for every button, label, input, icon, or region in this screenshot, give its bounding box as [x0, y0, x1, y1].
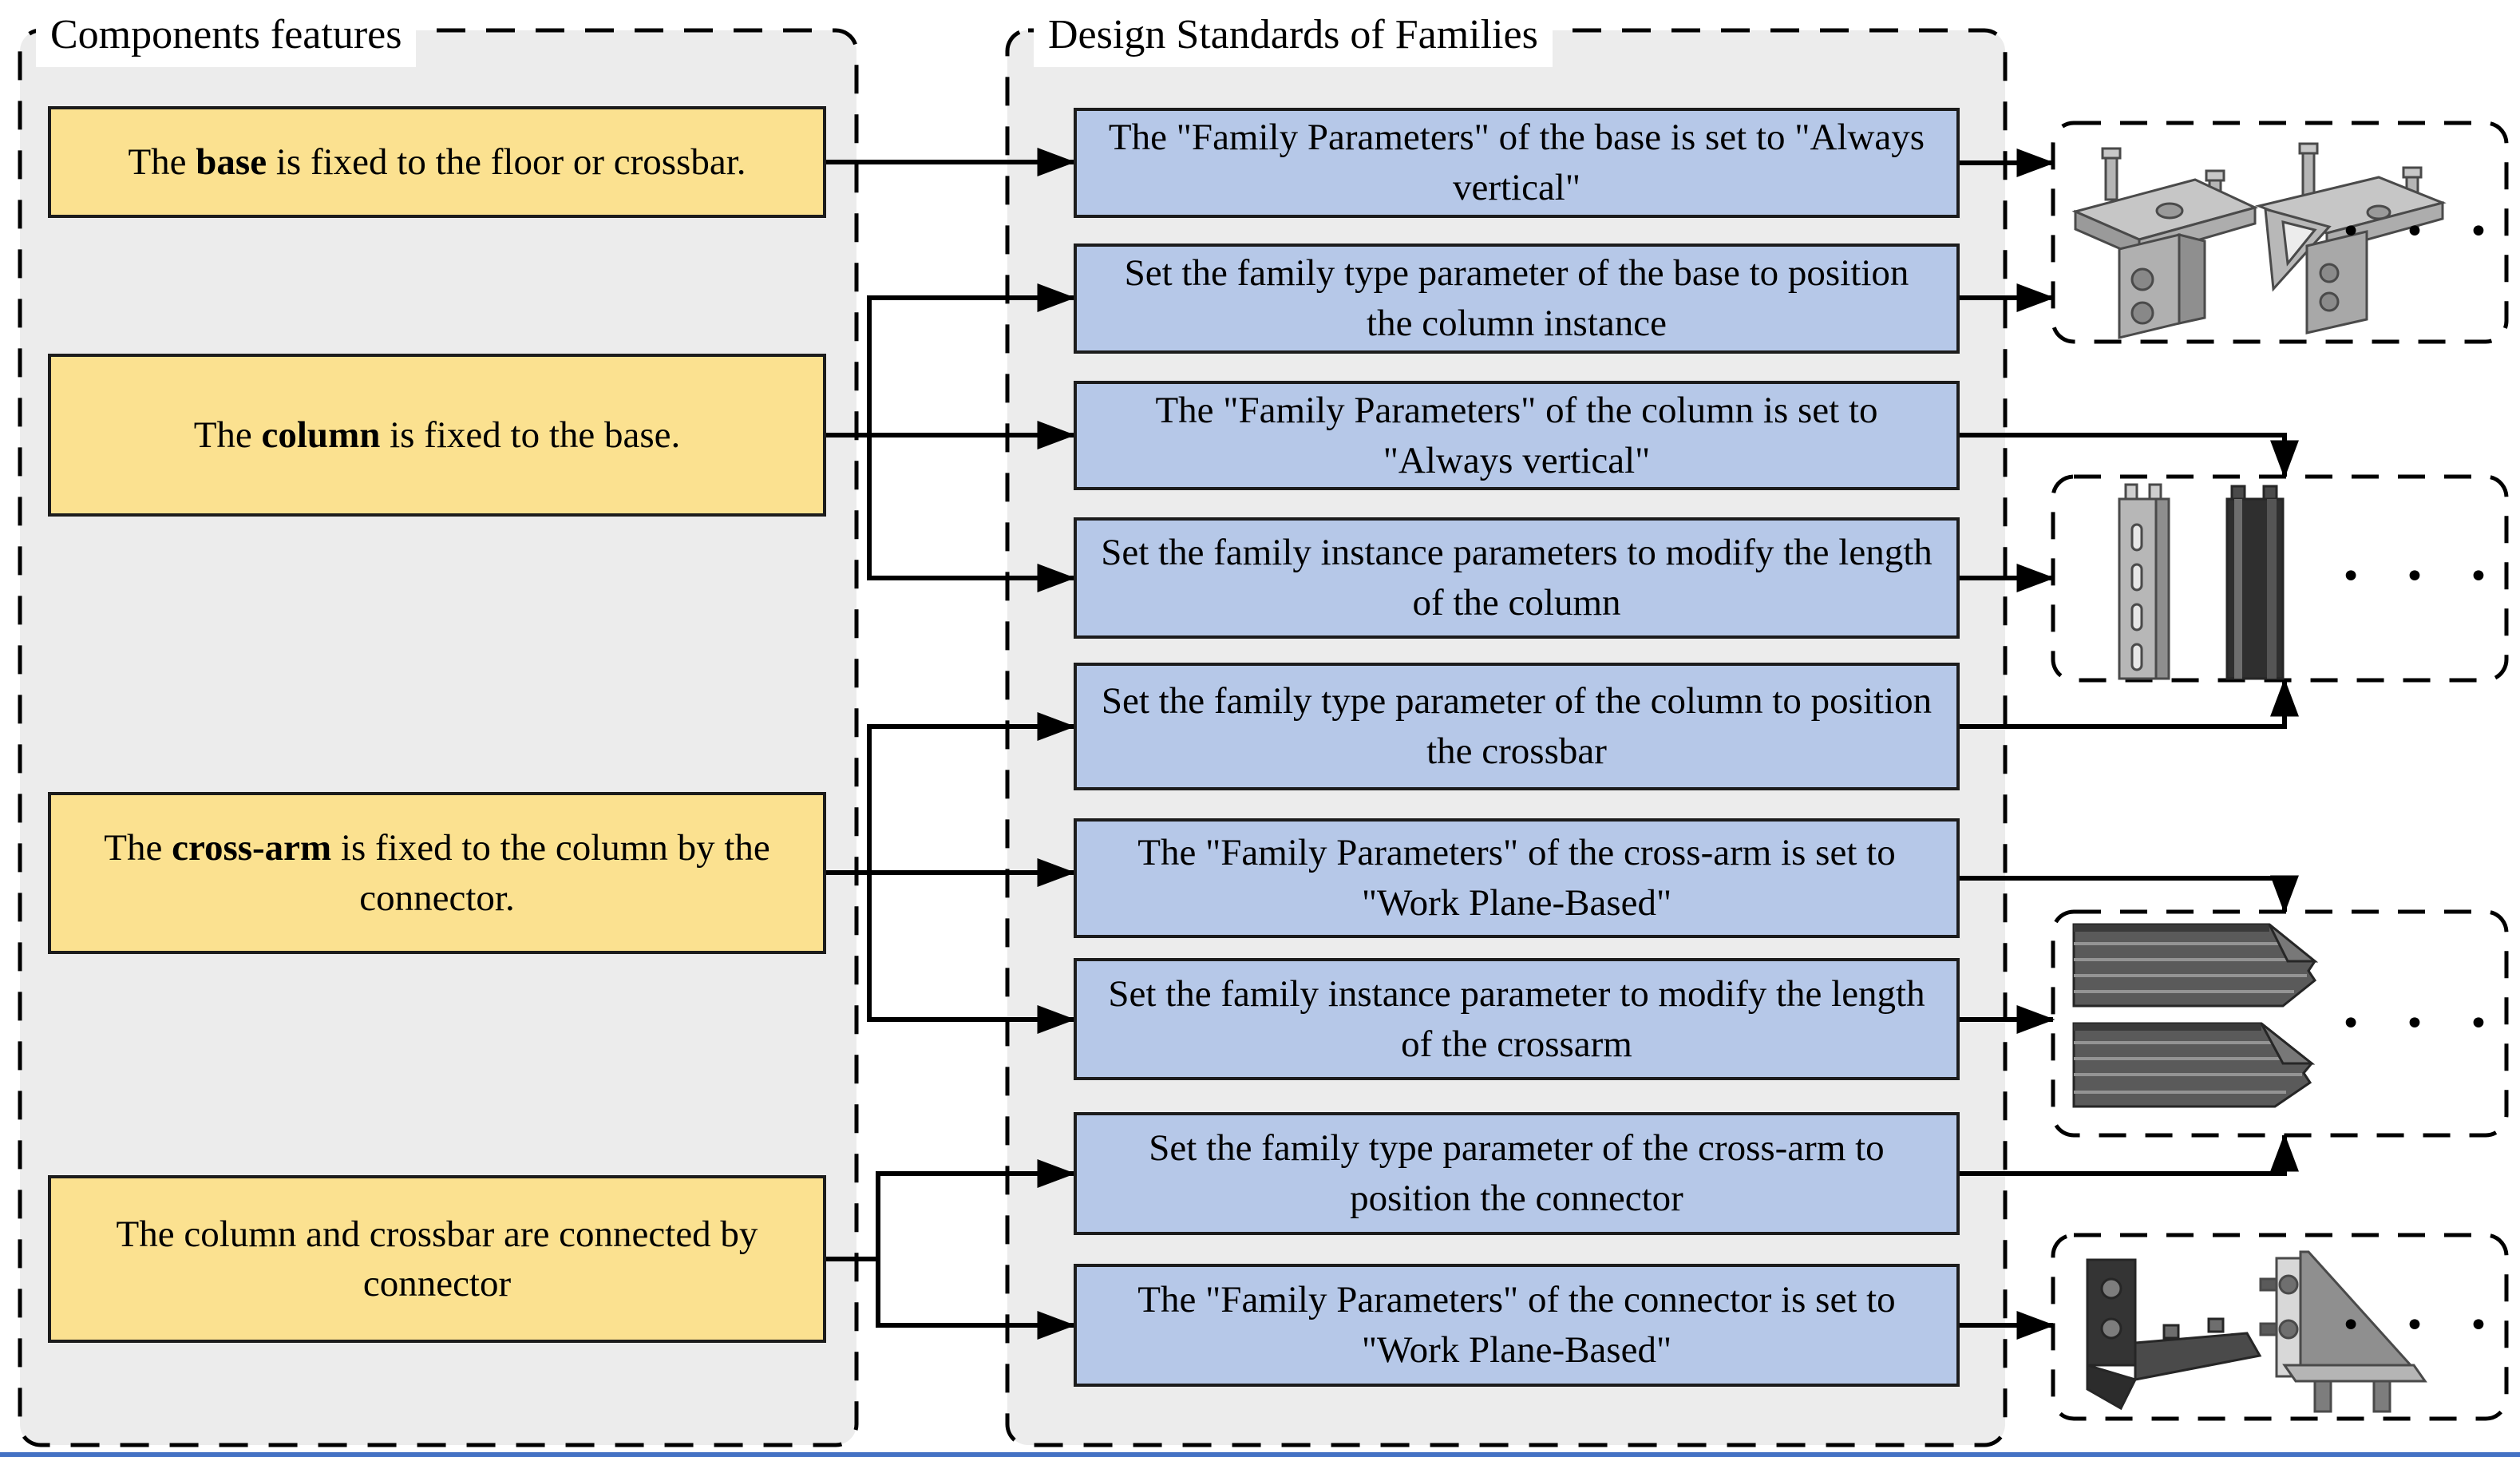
crossarm-1-illustration: [2072, 923, 2319, 1008]
standard-box-7: Set the family instance parameter to mod…: [1074, 958, 1960, 1080]
standard-box-9: The "Family Parameters" of the connector…: [1074, 1264, 1960, 1387]
connector-l-bracket-illustration: [2086, 1258, 2262, 1411]
arrow-connector-to-std9: [876, 1259, 1076, 1340]
standard-to-family-arrows: [1960, 148, 2299, 1340]
arrow-connector-to-std8: [826, 1159, 1076, 1261]
feature-box-column: The column is fixed to the base.: [48, 354, 826, 517]
crossarm-2-illustration: [2072, 1022, 2316, 1108]
column-1-illustration: [2118, 483, 2170, 680]
feature-text: The column and crossbar are connected by…: [116, 1213, 758, 1305]
figure-bottom-rule: [0, 1452, 2520, 1457]
feature-box-crossarm: The cross-arm is fixed to the column by …: [48, 792, 826, 954]
feature-box-connector: The column and crossbar are connected by…: [48, 1175, 826, 1343]
arrow-std3-to-column-box: [1960, 433, 2299, 479]
arrow-crossarm-to-std7: [867, 873, 1076, 1034]
components-features-title: Components features: [36, 2, 417, 67]
standard-box-2: Set the family type parameter of the bas…: [1074, 243, 1960, 354]
crossarm-family-ellipsis: • • •: [2340, 1003, 2505, 1044]
feature-to-standard-arrows: [826, 148, 1076, 1340]
standard-box-1: The "Family Parameters" of the base is s…: [1074, 108, 1960, 218]
feature-text: The column is fixed to the base.: [193, 414, 681, 456]
base-family-ellipsis: • • •: [2340, 211, 2505, 252]
connector-gusset-illustration: [2259, 1250, 2427, 1413]
standard-box-8: Set the family type parameter of the cro…: [1074, 1112, 1960, 1235]
arrow-column-to-std2: [867, 283, 1076, 435]
column-2-illustration: [2225, 485, 2285, 680]
arrow-std6-to-crossarm-box: [1960, 875, 2299, 914]
arrow-std5-to-column-box: [1960, 678, 2299, 729]
base-bracket-2-illustration: [2255, 142, 2447, 335]
standard-box-4: Set the family instance parameters to mo…: [1074, 517, 1960, 639]
base-bracket-1-illustration: [2071, 147, 2259, 339]
standard-box-6: The "Family Parameters" of the cross-arm…: [1074, 818, 1960, 938]
column-family-ellipsis: • • •: [2340, 556, 2505, 597]
standard-box-3: The "Family Parameters" of the column is…: [1074, 381, 1960, 490]
standard-box-5: Set the family type parameter of the col…: [1074, 663, 1960, 790]
feature-box-base: The base is fixed to the floor or crossb…: [48, 106, 826, 218]
feature-text: The cross-arm is fixed to the column by …: [104, 827, 770, 919]
connector-family-ellipsis: • • •: [2340, 1305, 2505, 1346]
arrow-std8-to-crossarm-box: [1960, 1133, 2299, 1176]
arrow-crossarm-to-std5: [867, 712, 1076, 873]
design-standards-title: Design Standards of Families: [1034, 2, 1553, 67]
arrow-column-to-std4: [867, 435, 1076, 592]
feature-text: The base is fixed to the floor or crossb…: [128, 141, 746, 183]
